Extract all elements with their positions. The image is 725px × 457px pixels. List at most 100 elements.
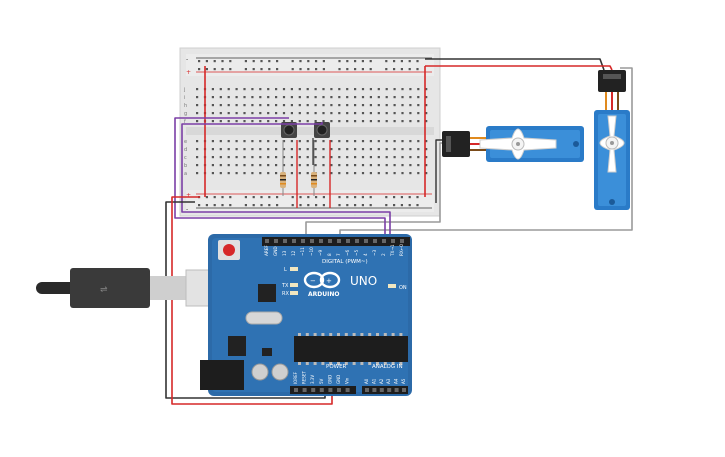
digital-pin[interactable] [391,239,395,243]
reset-button[interactable] [223,244,235,256]
grid-hole [322,140,325,143]
rail-hole [260,196,263,199]
digital-pin[interactable] [400,239,404,243]
rail-hole [346,196,349,199]
power-pin[interactable] [337,388,341,392]
grid-hole [354,88,357,91]
wire-red-5v[interactable] [171,196,333,405]
chip-pin [313,362,317,365]
rail-hole [408,60,411,63]
rail-hole [338,68,341,71]
grid-hole [369,104,372,107]
chip-pin [399,362,403,365]
grid-hole [251,96,254,99]
grid-hole [259,172,262,175]
chip-pin [376,333,379,336]
analog-pin[interactable] [365,388,369,392]
digital-pin[interactable] [373,239,377,243]
grid-hole [267,148,270,151]
rail-hole [268,196,271,199]
rail-hole [416,196,419,199]
rail-hole [205,204,208,207]
breadboard[interactable]: - + + - j i h g f e d c b a [179,47,441,217]
digital-pin[interactable] [319,239,323,243]
digital-pin[interactable] [355,239,359,243]
digital-pin[interactable] [328,239,332,243]
grid-hole [425,88,428,91]
grid-hole [219,88,222,91]
rail-hole [213,60,216,63]
analog-pin-label: A3 [386,378,391,384]
servo-2[interactable] [594,70,630,210]
analog-pin[interactable] [394,388,399,392]
wire-purple-button-2[interactable] [181,122,391,238]
analog-pin[interactable] [372,388,377,392]
voltage-regulator [228,336,246,356]
usb-plug-metal [150,276,186,300]
digital-pin[interactable] [346,239,350,243]
digital-pin[interactable] [292,239,296,243]
digital-pin-label: 8 [327,253,332,256]
power-pin-label: GND [336,375,341,384]
grid-hole [393,88,396,91]
rail-hole [260,68,263,71]
digital-pin[interactable] [274,239,278,243]
analog-pin[interactable] [379,388,384,392]
digital-pin[interactable] [337,239,341,243]
digital-pin[interactable] [310,239,314,243]
grid-hole [196,88,199,91]
power-pin[interactable] [294,388,298,392]
grid-hole [393,148,396,151]
grid-hole [235,120,238,123]
digital-pin[interactable] [283,239,287,243]
wire-purple-button-1[interactable] [174,117,386,238]
wire-black-top-servo[interactable] [425,58,605,71]
grid-hole [322,112,325,115]
grid-hole [322,88,325,91]
power-pin[interactable] [319,388,324,392]
power-pin[interactable] [302,388,307,392]
servo-1-connector-pin [446,136,451,152]
rail-hole [252,204,255,207]
wire-red-top-servo[interactable] [425,65,613,71]
analog-pin[interactable] [387,388,392,392]
digital-pin[interactable] [265,239,269,243]
grid-hole [393,96,396,99]
chip-pin [368,333,372,336]
digital-pin[interactable] [301,239,305,243]
rail-hole [229,68,232,71]
grid-hole [306,172,309,175]
rail-hole [252,196,255,199]
power-pin[interactable] [311,388,316,392]
rail-hole [299,68,302,71]
power-pin[interactable] [345,388,350,392]
analog-pin[interactable] [402,388,406,392]
digital-header [262,237,410,246]
grid-hole [219,140,222,143]
rail-hole [244,196,247,199]
servo-1[interactable] [442,126,584,162]
wire-gray-servo-2-signal[interactable] [339,67,633,238]
grid-hole [235,88,238,91]
pushbutton-1[interactable] [281,122,297,138]
power-pin[interactable] [328,388,333,392]
rail-hole [229,60,232,63]
grid-hole [196,140,199,143]
usb-cable[interactable]: ⇌ [36,268,239,308]
resistor-2[interactable] [311,140,317,196]
grid-hole [275,112,278,115]
resistor-1[interactable] [280,140,286,196]
grid-hole [361,156,365,159]
grid-hole [251,112,254,115]
digital-pin[interactable] [382,239,386,243]
resistor-1-band-3 [280,183,286,185]
grid-hole [330,120,333,123]
grid-hole [314,156,317,159]
grid-hole [393,140,396,143]
grid-hole [354,104,357,107]
digital-pin[interactable] [364,239,368,243]
pushbutton-2[interactable] [314,122,330,138]
grid-hole [259,120,262,123]
servo-2-screw [609,199,615,205]
